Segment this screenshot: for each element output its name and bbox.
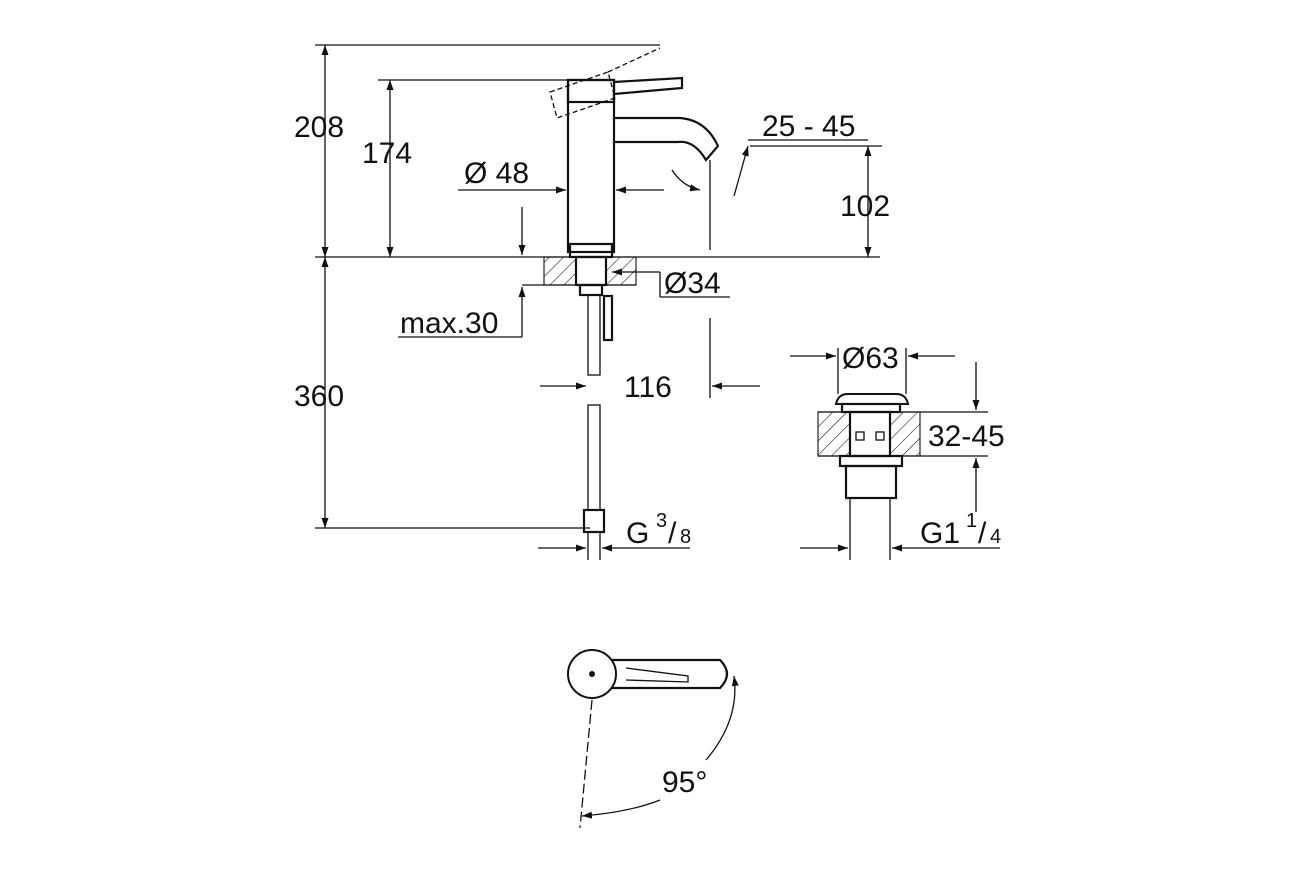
label-116: 116 [624, 371, 672, 404]
waste-dimension-lines [790, 348, 1000, 552]
faucet-top-view [567, 649, 739, 829]
label-32-45: 32-45 [928, 420, 1005, 453]
label-360: 360 [294, 380, 344, 413]
label-diameter-63: Ø63 [842, 342, 899, 375]
dimension-lines [315, 44, 882, 552]
label-diameter-34: Ø34 [664, 267, 721, 300]
label-hose-thread: G [626, 517, 649, 550]
supply-hose-upper [587, 294, 601, 376]
spout [614, 116, 720, 162]
handle-cap [566, 78, 616, 104]
hose-thread-fitting [582, 508, 606, 534]
label-174: 174 [362, 137, 412, 170]
basin-hatch-left [817, 411, 851, 457]
basin-hatch-right [889, 411, 921, 457]
hose-connector [602, 294, 614, 342]
waste-thread [844, 464, 898, 500]
label-max-30: max.30 [400, 307, 498, 340]
label-waste-thread-num: 1 [966, 510, 977, 532]
lever-raised-ghost [549, 71, 616, 119]
svg-text:/: / [978, 517, 987, 550]
supply-hose-lower [587, 404, 601, 511]
faucet-side-view [315, 47, 880, 560]
waste-nut [838, 454, 904, 468]
waste-cap [834, 393, 910, 405]
deck-hatch-left [543, 256, 577, 286]
dimension-labels: 208 174 Ø 48 25 - 45 102 Ø34 max.30 360 … [294, 110, 1005, 799]
label-waste-thread: G1 [920, 517, 960, 550]
label-waste-thread-den: 4 [990, 526, 1001, 548]
label-95-deg: 95° [662, 766, 707, 799]
label-208: 208 [294, 111, 344, 144]
pop-up-waste [817, 393, 988, 560]
deck-hatch-right [605, 256, 637, 286]
mounting-nut [574, 255, 608, 287]
label-hose-thread-den: 8 [680, 526, 691, 548]
label-102: 102 [840, 190, 890, 223]
label-angle-25-45: 25 - 45 [762, 110, 855, 143]
label-hose-thread-num: 3 [656, 510, 667, 532]
lever [613, 76, 684, 96]
label-diameter-48: Ø 48 [464, 157, 529, 190]
mounting-shank [578, 283, 604, 297]
lever-top [598, 658, 729, 690]
faucet-base-ring [568, 242, 614, 259]
svg-text:/: / [668, 517, 677, 550]
waste-collar [840, 402, 902, 414]
